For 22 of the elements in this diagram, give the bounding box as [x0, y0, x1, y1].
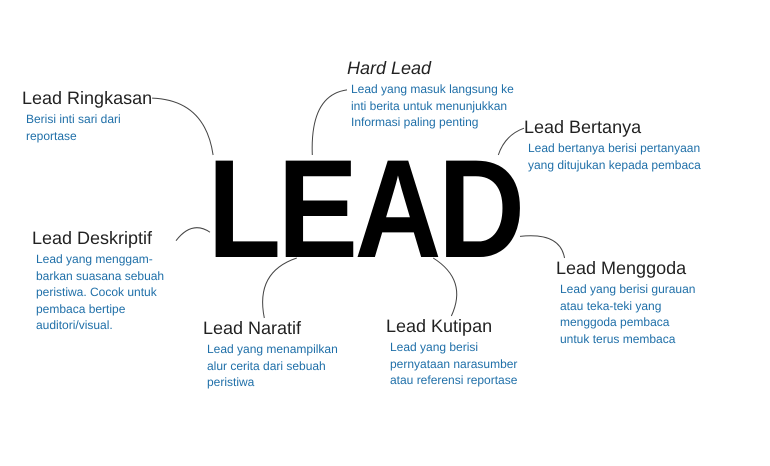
heading: Lead Deskriptif	[32, 228, 152, 248]
description: Lead yang masuk langsung ke inti berita untuk menunjukkan Informasi paling penting	[351, 81, 515, 130]
description: Lead bertanya berisi pertanyaan yang ditujukan kepada pembaca	[528, 140, 702, 173]
curved-connector	[176, 227, 210, 242]
description: Lead yang berisi gurauan atau teka-teki yang menggoda pembaca untuk terus membaca	[560, 281, 696, 347]
curved-connector	[520, 235, 566, 258]
striped-title: LEAD	[208, 152, 522, 260]
curved-connector	[152, 98, 214, 156]
description: Lead yang menampilkan alur cerita dari sebuah peristiwa	[207, 341, 339, 390]
heading: Lead Ringkasan	[22, 88, 152, 108]
curved-connector	[432, 258, 458, 316]
description: Lead yang menggam- barkan suasana sebuah peristiwa. Cocok untuk pembaca bertipe auditori/visual.	[36, 251, 166, 334]
heading: Lead Naratif	[203, 318, 302, 338]
description: Berisi inti sari dari reportase	[26, 111, 122, 144]
description: Lead yang berisi pernyataan narasumber atau referensi reportase	[390, 339, 518, 388]
curved-connector	[262, 258, 298, 318]
curved-connector	[498, 128, 524, 156]
heading: Lead Bertanya	[524, 117, 642, 137]
heading: Lead Kutipan	[386, 316, 492, 336]
heading: Lead Menggoda	[556, 258, 686, 278]
curved-connector	[312, 89, 348, 156]
heading: Hard Lead	[347, 58, 432, 78]
